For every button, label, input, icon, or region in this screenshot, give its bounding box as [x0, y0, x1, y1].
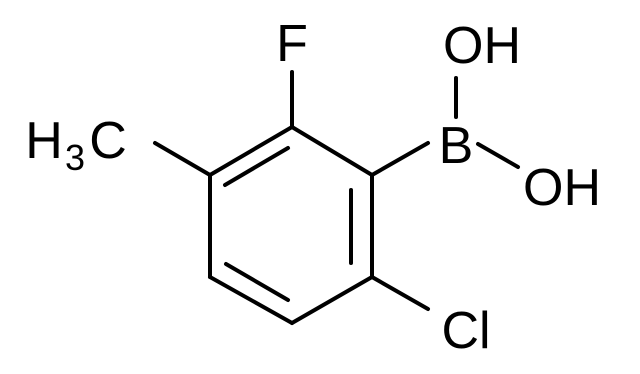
ring-inner-double-bond-c3-c2	[223, 146, 290, 187]
bond-c6-chlorine	[370, 275, 430, 311]
hydroxyl-right-label: OH	[523, 159, 601, 217]
bond-c3-methyl	[153, 141, 212, 177]
ring-bond-c3-c2	[208, 125, 294, 177]
methyl-hydrogen-label: H	[25, 112, 63, 170]
methyl-subscript-label: 3	[65, 137, 85, 178]
ring-bond-c6-c5	[290, 275, 374, 325]
boron-label: B	[439, 117, 474, 175]
methyl-carbon-label: C	[89, 112, 127, 170]
ring-bond-c5-c4	[208, 275, 294, 325]
bond-boron-oh-right	[476, 142, 520, 169]
fluorine-label: F	[276, 15, 308, 73]
ring-inner-double-bond-c5-c4	[224, 262, 290, 302]
methyl-group-label: H 3 C	[25, 112, 127, 178]
bond-c1-boron	[370, 141, 430, 177]
chlorine-label: Cl	[441, 302, 490, 360]
ring-bond-c2-c1	[290, 125, 374, 177]
hydroxyl-top-label: OH	[443, 17, 521, 75]
